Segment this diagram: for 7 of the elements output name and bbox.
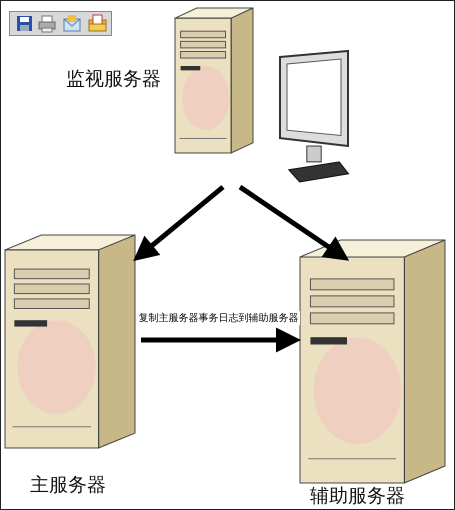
arrow <box>133 185 225 262</box>
edge-label: 复制主服务器事务日志到辅助服务器 <box>138 311 300 325</box>
node-label: 主服务器 <box>30 473 106 498</box>
node-label: 监视服务器 <box>66 67 161 92</box>
arrow <box>141 328 301 352</box>
arrow <box>238 184 350 261</box>
node-label: 辅助服务器 <box>310 484 405 509</box>
